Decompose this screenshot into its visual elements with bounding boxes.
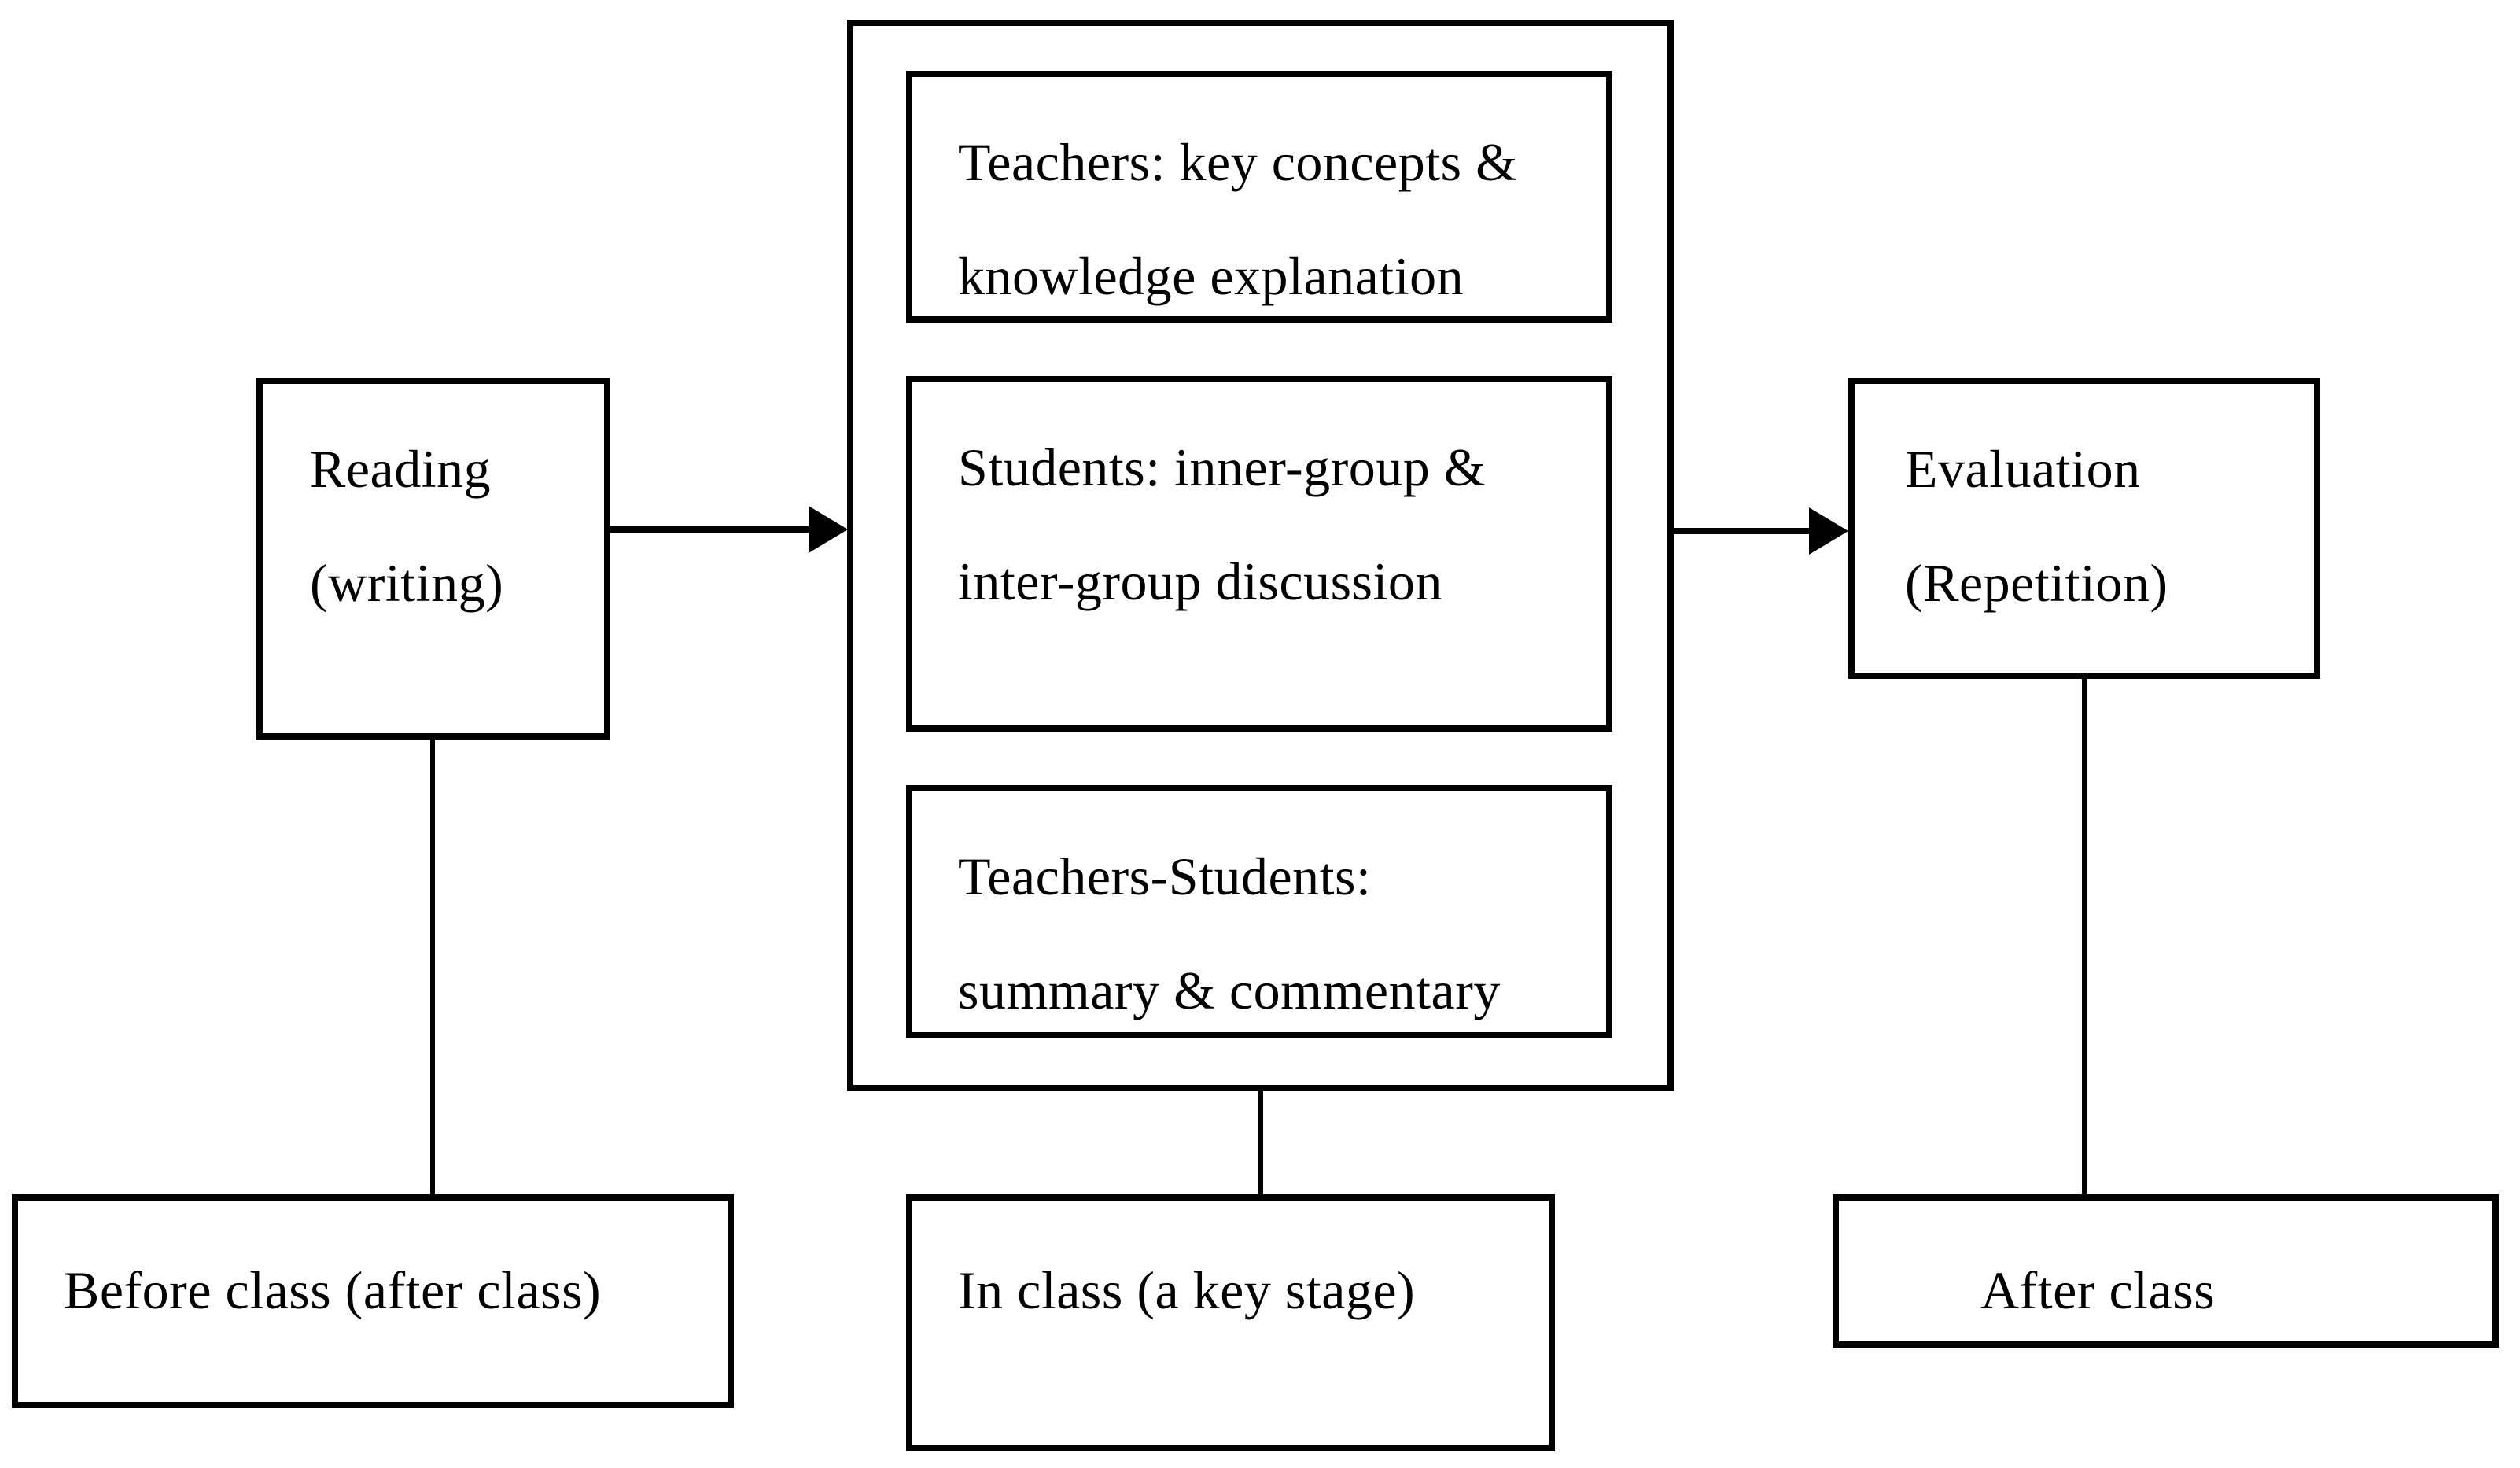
- phase-box-before-class: Before class (after class): [12, 1194, 734, 1408]
- activity-teachers-students-line1: Teachers-Students:: [958, 846, 1372, 906]
- connector-reading-to-before-class: [430, 740, 435, 1194]
- reading-stage-box: Reading (writing): [256, 378, 610, 740]
- phase-label-after-class: After class: [1980, 1260, 2216, 1320]
- arrow-inclass-to-evaluation-line: [1673, 528, 1813, 534]
- evaluation-stage-box: Evaluation (Repetition): [1848, 378, 2320, 679]
- phase-label-before-class: Before class (after class): [64, 1260, 602, 1320]
- activity-teachers-line2: knowledge explanation: [958, 246, 1464, 306]
- phase-label-in-class: In class (a key stage): [958, 1260, 1416, 1320]
- activity-students-line2: inter-group discussion: [958, 551, 1442, 611]
- activity-box-students: Students: inner-group & inter-group disc…: [906, 376, 1612, 732]
- evaluation-stage-line1: Evaluation: [1905, 439, 2141, 499]
- arrow-reading-to-inclass-head-icon: [809, 506, 848, 553]
- activity-box-teachers-students: Teachers-Students: summary & commentary: [906, 785, 1612, 1038]
- reading-stage-line2: (writing): [310, 553, 504, 613]
- connector-evaluation-to-after-class: [2082, 679, 2087, 1194]
- activity-teachers-students-line2: summary & commentary: [958, 961, 1501, 1020]
- reading-stage-line1: Reading: [310, 439, 492, 499]
- connector-container-to-in-class: [1258, 1091, 1263, 1194]
- arrow-inclass-to-evaluation-head-icon: [1809, 507, 1848, 555]
- activity-teachers-line1: Teachers: key concepts &: [958, 132, 1518, 192]
- activity-box-teachers: Teachers: key concepts & knowledge expla…: [906, 71, 1612, 323]
- arrow-reading-to-inclass-line: [610, 526, 814, 533]
- evaluation-stage-line2: (Repetition): [1905, 553, 2168, 613]
- activity-students-line1: Students: inner-group &: [958, 437, 1487, 497]
- phase-box-in-class: In class (a key stage): [906, 1194, 1555, 1451]
- phase-box-after-class: After class: [1833, 1194, 2499, 1348]
